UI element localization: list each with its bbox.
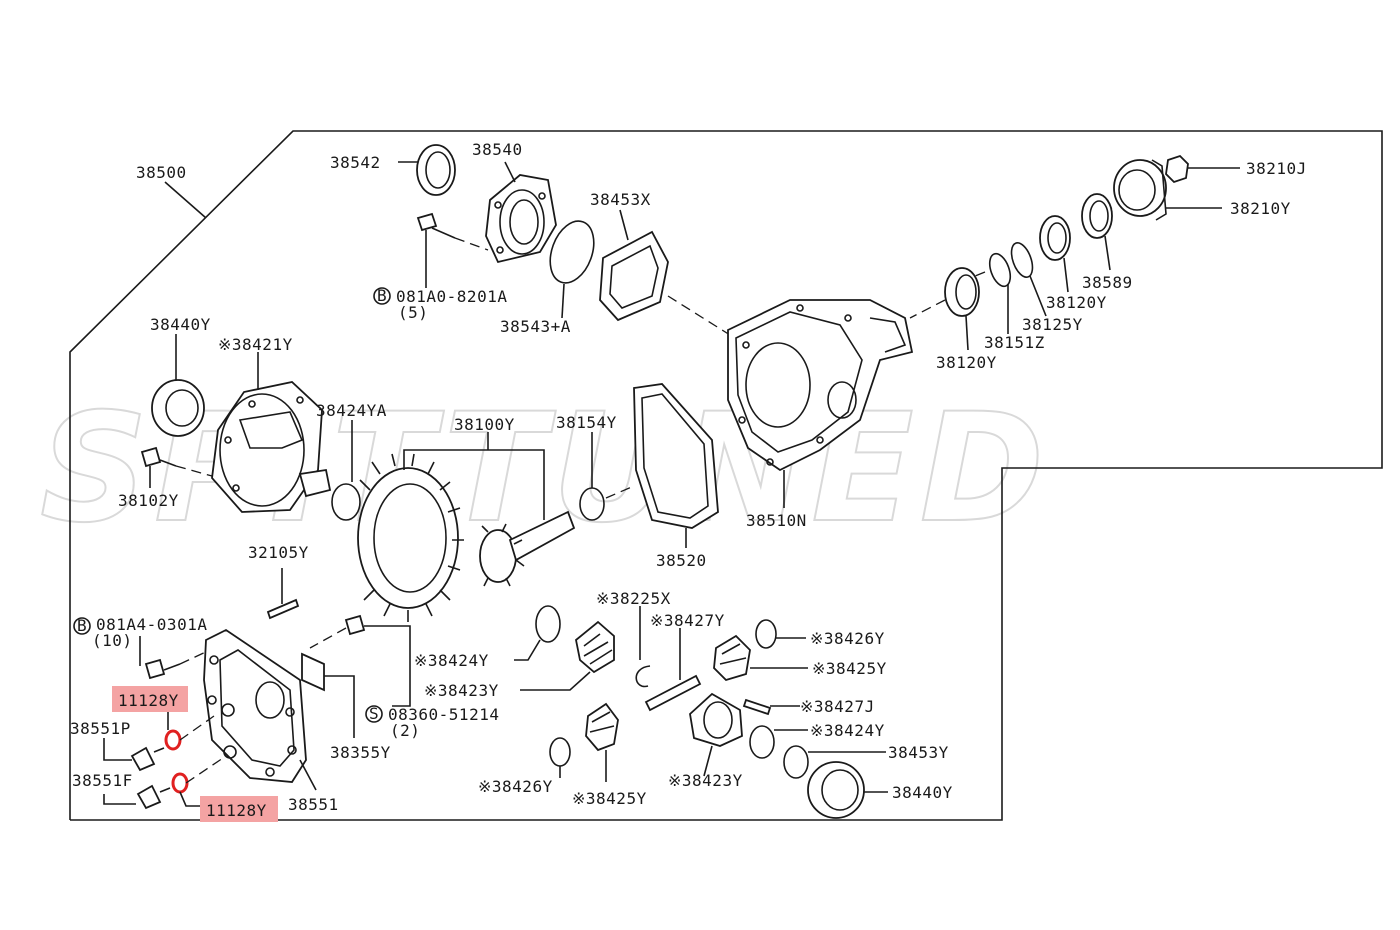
label-08360-51214: 08360-51214 <box>388 705 499 724</box>
stud-32105Y <box>266 568 300 620</box>
washer-11128Y-lower[interactable] <box>171 772 204 807</box>
pinion-38100Y <box>479 510 576 587</box>
washer-38426Y-right <box>755 619 806 649</box>
label-38543A: 38543+A <box>500 317 571 336</box>
label-38426Y-bottom: ※38426Y <box>478 777 553 796</box>
label-32105Y: 32105Y <box>248 543 309 562</box>
label-38120Y-outer: 38120Y <box>1046 293 1107 312</box>
label-081A0-8201A: 081A0-8201A <box>396 287 507 306</box>
label-38427J: ※38427J <box>800 697 875 716</box>
pinion-38425Y-right <box>713 634 808 682</box>
label-38225X: ※38225X <box>596 589 671 608</box>
label-38425Y-bottom: ※38425Y <box>572 789 647 808</box>
label-38427Y: ※38427Y <box>650 611 725 630</box>
pin-38427J <box>742 698 800 716</box>
label-081A4-qty: (10) <box>92 631 133 650</box>
symbol-B-1: B <box>377 286 387 305</box>
label-38542: 38542 <box>330 153 381 172</box>
symbol-B-2: B <box>77 616 87 635</box>
label-38125Y: 38125Y <box>1022 315 1083 334</box>
label-38151Z: 38151Z <box>984 333 1045 352</box>
bearing-38440Y-bottom <box>807 761 888 819</box>
label-38551P: 38551P <box>70 719 131 738</box>
highlight-11128Y-lower <box>200 796 278 822</box>
label-38540: 38540 <box>472 140 523 159</box>
label-38210Y: 38210Y <box>1230 199 1291 218</box>
label-38154Y: 38154Y <box>556 413 617 432</box>
label-38425Y-right: ※38425Y <box>812 659 887 678</box>
label-38510N: 38510N <box>746 511 807 530</box>
bearing-38589 <box>1081 193 1113 271</box>
label-38440Y-top: 38440Y <box>150 315 211 334</box>
washer-38424Y-center <box>514 605 561 661</box>
label-38551: 38551 <box>288 795 339 814</box>
bearing-38440Y-top <box>151 334 205 437</box>
assembly-boundary <box>69 130 1383 821</box>
label-38355Y: 38355Y <box>330 743 391 762</box>
oring-38543 <box>549 220 595 319</box>
highlight-11128Y-upper <box>112 686 188 712</box>
symbol-S: S <box>369 704 379 723</box>
label-38210J: 38210J <box>1246 159 1307 178</box>
label-38423Y-center: ※38423Y <box>424 681 499 700</box>
carrier-38510N <box>727 299 914 508</box>
side-gear-38423Y-lower <box>689 692 743 777</box>
rear-cover-38551 <box>203 628 317 791</box>
label-38424Y-center: ※38424Y <box>414 651 489 670</box>
plug-38551F <box>103 784 171 810</box>
bolt-08360 <box>309 614 411 707</box>
label-11128Y-lower: 11128Y <box>206 801 267 820</box>
bolt-081A4 <box>139 636 181 680</box>
label-11128Y-upper: 11128Y <box>118 691 179 710</box>
label-38453Y: 38453Y <box>888 743 949 762</box>
label-38426Y-right: ※38426Y <box>810 629 885 648</box>
shim-38453Y <box>783 745 886 779</box>
washer-38424Y-right <box>749 725 808 759</box>
shim-38125Y <box>1010 242 1047 317</box>
gasket-38453X <box>599 209 669 322</box>
washer-38424YA <box>331 420 361 521</box>
label-08360-qty: (2) <box>390 721 420 740</box>
washer-11128Y-upper[interactable] <box>164 712 182 751</box>
label-38589: 38589 <box>1082 273 1133 292</box>
label-38551F: 38551F <box>72 771 133 790</box>
plug-38551P <box>103 738 165 772</box>
label-38500: 38500 <box>136 163 187 182</box>
bolt-38102Y <box>140 446 177 488</box>
label-38423Y-bottom: ※38423Y <box>668 771 743 790</box>
bearing-38120Y-inner <box>944 267 980 351</box>
clip-38225X <box>635 606 651 688</box>
label-38440Y-bottom: 38440Y <box>892 783 953 802</box>
shaft-38427Y <box>644 628 702 712</box>
label-38424YA: 38424YA <box>316 401 387 420</box>
plate-38355Y <box>301 652 355 738</box>
washer-38426Y-bottom <box>549 737 571 778</box>
retainer-38540 <box>485 161 557 264</box>
label-38120Y-inner: 38120Y <box>936 353 997 372</box>
label-38421Y: ※38421Y <box>218 335 293 354</box>
ring-gear-38100Y <box>357 432 545 622</box>
washer-38154Y <box>579 432 605 521</box>
pinion-38425Y-bottom <box>585 702 619 782</box>
seal-38542 <box>398 144 456 196</box>
label-38424Y-right: ※38424Y <box>810 721 885 740</box>
flange-38210Y <box>1113 159 1222 221</box>
label-081A4-0301A: 081A4-0301A <box>96 615 207 634</box>
nut-38210J <box>1165 154 1240 184</box>
label-081A0-qty: (5) <box>398 303 428 322</box>
label-38453X: 38453X <box>590 190 651 209</box>
side-gear-38423Y-center <box>520 620 615 691</box>
collar-38151Z <box>988 252 1012 334</box>
diff-case-38421Y <box>211 352 332 513</box>
bolt-081A0 <box>416 212 456 288</box>
label-38520: 38520 <box>656 551 707 570</box>
label-38100Y: 38100Y <box>454 415 515 434</box>
bearing-38120Y-outer <box>1039 215 1071 293</box>
label-38102Y: 38102Y <box>118 491 179 510</box>
gasket-38520 <box>633 383 719 548</box>
